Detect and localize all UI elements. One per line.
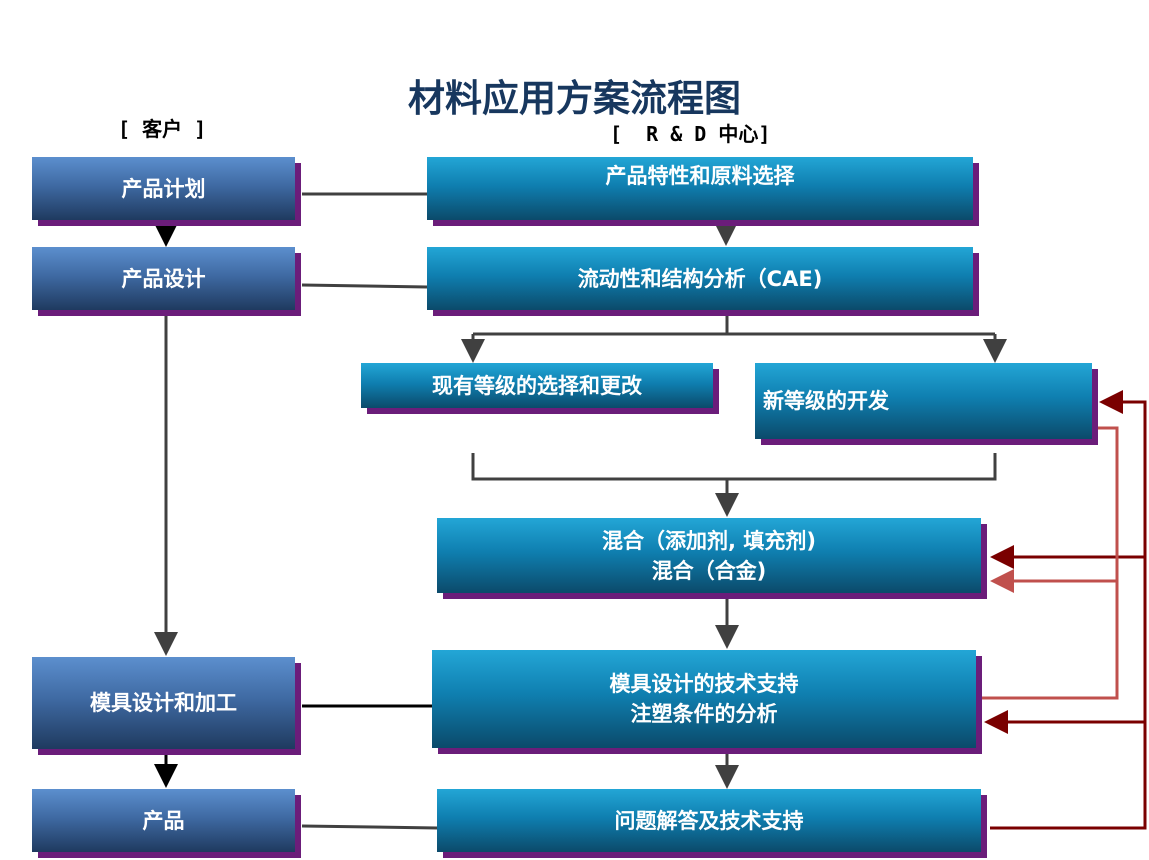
rd-step-problem-solving: 问题解答及技术支持 xyxy=(437,789,981,852)
rd-step-new-grade: 新等级的开发 xyxy=(755,363,1092,439)
step-label: 产品计划 xyxy=(121,176,206,201)
rd-step-compounding: 混合（添加剂, 填充剂) 混合（合金) xyxy=(437,518,981,593)
step-label: 问题解答及技术支持 xyxy=(614,808,804,833)
customer-column-header: [ 客户 ] xyxy=(118,117,207,141)
step-label: 模具设计和加工 xyxy=(90,691,237,715)
rd-step-cae-analysis: 流动性和结构分析（CAE) xyxy=(427,247,973,310)
step-label: 新等级的开发 xyxy=(763,389,889,413)
step-label-line-2: 注塑条件的分析 xyxy=(630,702,778,726)
rd-step-material-selection: 产品特性和原料选择 xyxy=(427,157,973,220)
step-label: 产品 xyxy=(142,808,185,833)
step-label-line-1: 混合（添加剂, 填充剂) xyxy=(602,528,816,553)
rd-step-mold-support: 模具设计的技术支持 注塑条件的分析 xyxy=(432,650,976,748)
step-label-line-2: 混合（合金) xyxy=(651,558,767,583)
rd-column-header: [ R & D 中心] xyxy=(610,122,771,146)
page-title: 材料应用方案流程图 xyxy=(408,76,741,120)
step-label: 现有等级的选择和更改 xyxy=(432,373,642,398)
step-label-line-1: 模具设计的技术支持 xyxy=(609,672,799,696)
step-label: 产品特性和原料选择 xyxy=(605,164,795,188)
customer-step-product-plan: 产品计划 xyxy=(32,157,295,220)
step-label: 产品设计 xyxy=(121,266,206,291)
step-label: 流动性和结构分析（CAE) xyxy=(577,266,823,291)
customer-step-mold-design: 模具设计和加工 xyxy=(32,657,295,749)
customer-step-product: 产品 xyxy=(32,789,295,852)
rd-step-grade-modification: 现有等级的选择和更改 xyxy=(361,363,713,408)
customer-step-product-design: 产品设计 xyxy=(32,247,295,310)
